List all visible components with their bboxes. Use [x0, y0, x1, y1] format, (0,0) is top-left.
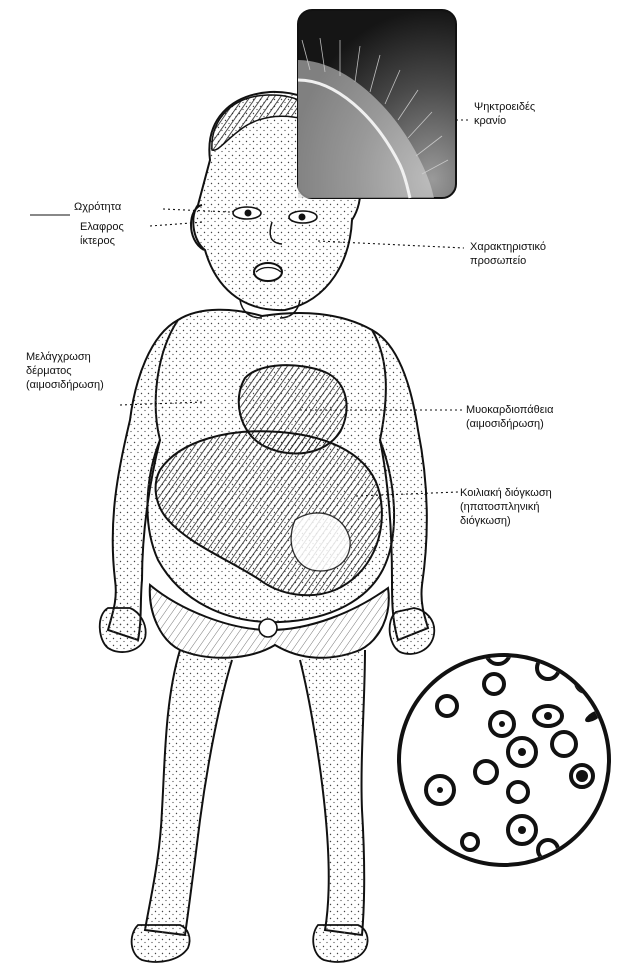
- label-abdominal-distension: Κοιλιακή διόγκωση (ηπατοσπληνική διόγκωσ…: [460, 486, 552, 528]
- label-cardiomyopathy: Μυοκαρδιοπάθεια (αιμοσιδήρωση): [466, 403, 553, 431]
- label-face: Χαρακτηριστικό προσωπείο: [470, 240, 546, 268]
- label-skin-pigmentation: Μελάγχρωση δέρματος (αιμοσιδήρωση): [26, 350, 104, 392]
- skull-xray-inset: [298, 10, 456, 198]
- label-jaundice: Ελαφρος ίκτερος: [80, 220, 124, 248]
- blood-smear-inset: [399, 640, 609, 865]
- label-skull: Ψηκτροειδές κρανίο: [474, 100, 535, 128]
- label-pallor: Ωχρότητα: [74, 200, 121, 214]
